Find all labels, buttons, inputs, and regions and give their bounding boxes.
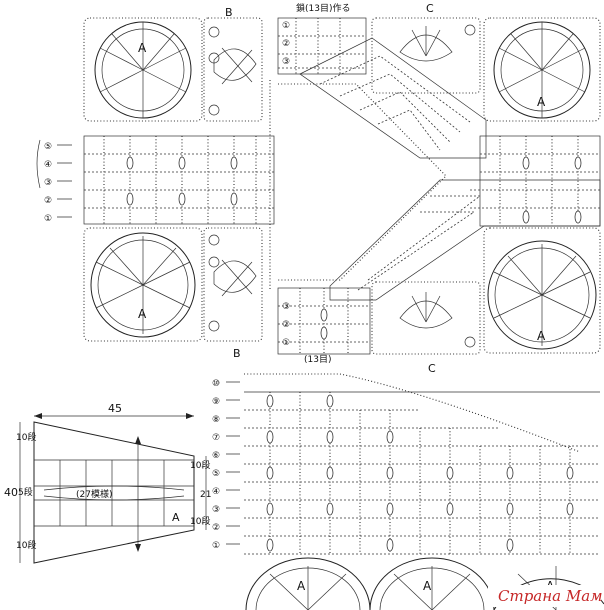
watermark-background [488,585,601,607]
motif-a-top-right: A [483,17,601,122]
row-number: ① [282,338,290,348]
motif-a-label: A [423,579,432,593]
motif-a-label: A [537,329,546,343]
right-rows-upper: 10段 [190,459,210,471]
row-number: ⑥ [212,451,220,461]
mid-rows-label: 5段 [18,486,33,498]
width-label: 45 [108,402,122,415]
row-number: ② [212,523,220,533]
row-number: ① [44,214,52,224]
section-c-label-top: C [426,2,434,15]
motif-a-mid-right: A [483,227,601,354]
motif-b-bottom [203,227,263,342]
lower-chart: A A A ⑩ ⑨ ⑧ ⑦ ⑥ ⑤ ④ ③ ② ① [212,373,604,610]
row-number: ① [282,21,290,31]
side-label: 21 [200,490,211,500]
row-number: ⑤ [44,142,52,152]
motif-a-label: A [537,95,546,109]
schematic-diagram: 45 40 21 10段 5段 10段 10段 10段 (27模様) A [4,402,211,564]
left-row-band [83,135,275,225]
motif-b-top [203,17,263,122]
row-number: ② [44,196,52,206]
pattern-label: (27模様) [76,488,112,500]
opening-edge [269,80,447,290]
lower-diagonal-band [329,179,601,301]
motif-c-bottom [371,281,481,355]
row-numbers-lower: ⑩ ⑨ ⑧ ⑦ ⑥ ⑤ ④ ③ ② ① [212,379,240,551]
right-row-band [470,135,601,227]
row-number: ③ [44,178,52,188]
row-number: ④ [212,487,220,497]
row-numbers-upper-left: ⑤ ④ ③ ② ① [36,139,72,224]
row-numbers-top-chain: ① ② ③ [282,21,290,67]
row-number: ③ [282,57,290,67]
row-number: ② [282,39,290,49]
upper-chart: A A A [36,2,601,375]
section-c-label-bottom: C [428,362,436,375]
chain-top-note: 鎖(13目)作る [296,2,350,14]
motif-a-label: A [138,307,147,321]
lower-row-lines [244,373,600,555]
row-number: ⑨ [212,397,220,407]
top-rows-label: 10段 [16,431,36,443]
motif-a-label: A [297,579,306,593]
motif-c-top [371,17,481,94]
height-label: 40 [4,486,18,499]
section-b-label-bottom: B [233,347,241,360]
row-number: ⑤ [212,469,220,479]
bottom-rows-label: 10段 [16,539,36,551]
watermark-text: Страна Мам [498,587,603,605]
row-number: ⑧ [212,415,220,425]
row-number: ③ [282,302,290,312]
motif-a-top-left: A [83,17,203,122]
row-number: ⑩ [212,379,220,389]
row-number: ④ [44,160,52,170]
row-number: ③ [212,505,220,515]
upper-diagonal-band [299,37,487,159]
row-number: ① [212,541,220,551]
row-number: ② [282,320,290,330]
mid-chain-band [277,287,371,355]
top-chain-band [277,17,367,75]
section-b-label-top: B [225,6,233,19]
chain-mid-note: (13目) [304,354,331,365]
right-rows-lower: 10段 [190,515,210,527]
lower-column-ticks [266,392,574,554]
schematic-motif-label: A [172,511,180,524]
row-numbers-mid-chain: ③ ② ① [282,302,290,348]
motif-a-label: A [138,41,147,55]
motif-a-mid-left: A [83,227,203,342]
row-number: ⑦ [212,433,220,443]
